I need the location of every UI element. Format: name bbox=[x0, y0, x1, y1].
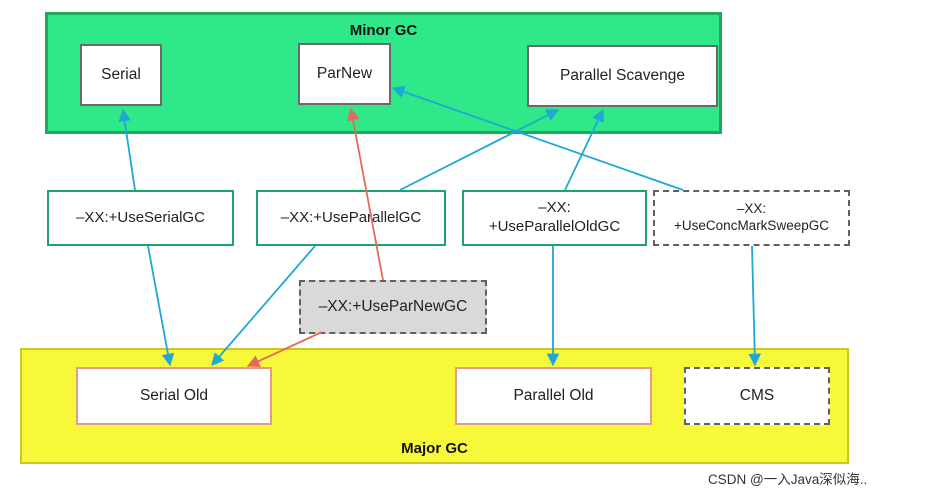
csdn-watermark: CSDN @一入Java深似海.. bbox=[708, 472, 868, 487]
serial-old-collector-box: Serial Old bbox=[76, 367, 272, 425]
parallel-scavenge-collector-box: Parallel Scavenge bbox=[527, 45, 718, 107]
cms-collector-box: CMS bbox=[684, 367, 830, 425]
flag-use-parallel-old-gc-line1: –XX: bbox=[538, 199, 571, 217]
flag-use-conc-mark-sweep-gc-box: –XX: +UseConcMarkSweepGC bbox=[653, 190, 850, 246]
parallel-old-collector-box: Parallel Old bbox=[455, 367, 652, 425]
flag-use-conc-mark-sweep-gc-line1: –XX: bbox=[736, 201, 767, 217]
minor-gc-title: Minor GC bbox=[349, 22, 418, 39]
flag-use-conc-mark-sweep-gc-line2: +UseConcMarkSweepGC bbox=[674, 218, 829, 233]
flag-use-parallel-gc-box: –XX:+UseParallelGC bbox=[256, 190, 446, 246]
flag-use-serial-gc-box: –XX:+UseSerialGC bbox=[47, 190, 234, 246]
flag-use-parallel-old-gc-line2: +UseParallelOldGC bbox=[488, 218, 621, 235]
flag-use-parallel-old-gc-box: –XX: +UseParallelOldGC bbox=[462, 190, 647, 246]
major-gc-title: Major GC bbox=[401, 440, 468, 457]
parnew-collector-box: ParNew bbox=[298, 43, 391, 105]
flag-use-par-new-gc-box: –XX:+UseParNewGC bbox=[299, 280, 487, 334]
serial-collector-box: Serial bbox=[80, 44, 162, 106]
